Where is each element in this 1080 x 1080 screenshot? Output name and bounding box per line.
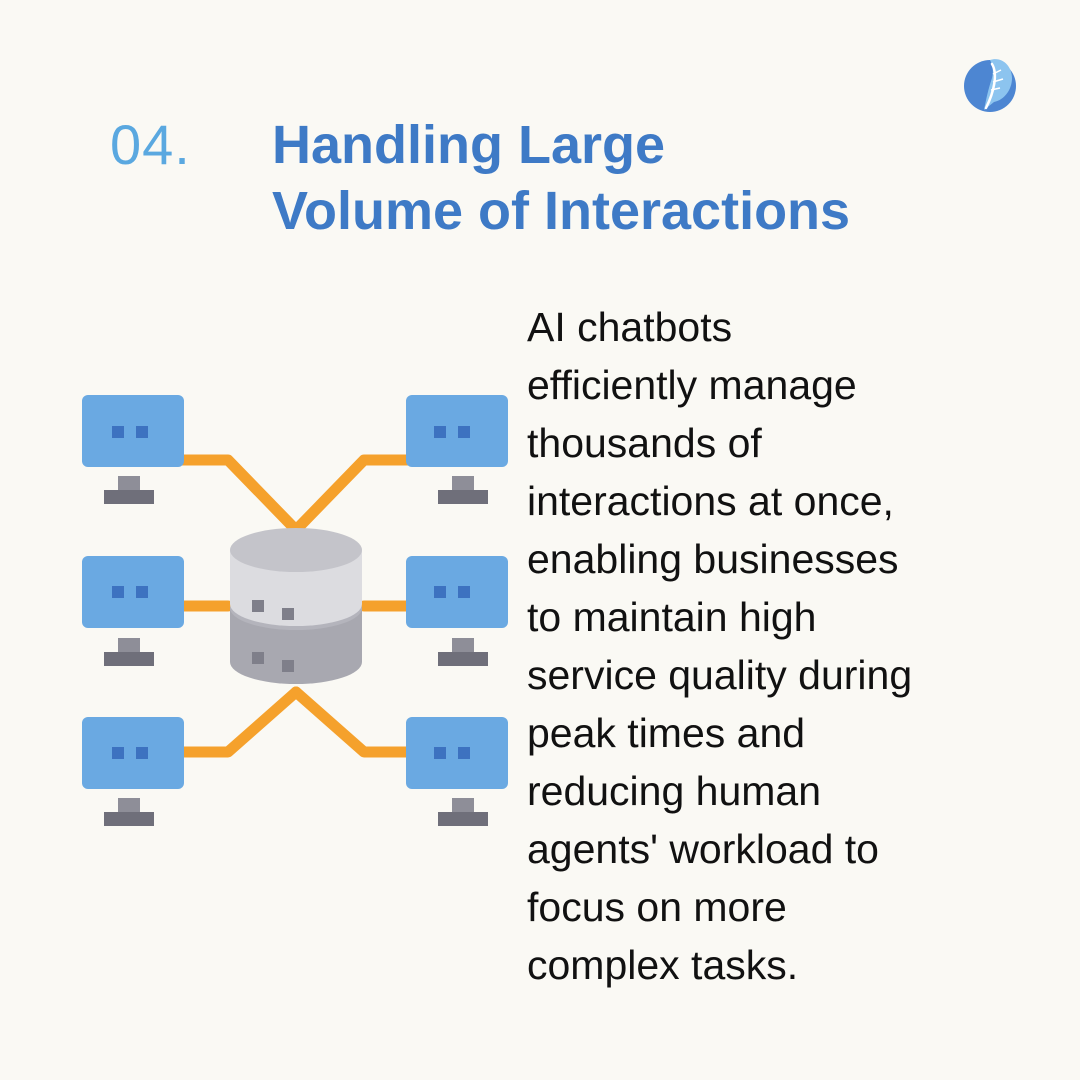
body-text: AI chatbots efficiently manage thousands… [527,304,913,988]
monitor-icon [406,717,508,826]
title-line-1: Handling Large [272,115,666,175]
page-title: Handling Large Volume of Interactions [272,112,972,244]
title-line-2: Volume of Interactions [272,181,851,241]
monitor-icon [406,556,508,666]
feather-logo-icon [962,52,1018,118]
monitor-icon [82,556,184,666]
monitor-icon [82,717,184,826]
section-number: 04. [110,113,191,176]
monitor-icon [82,395,184,504]
server-network-icon [78,390,514,830]
monitor-icon [406,395,508,504]
database-icon [230,528,362,684]
